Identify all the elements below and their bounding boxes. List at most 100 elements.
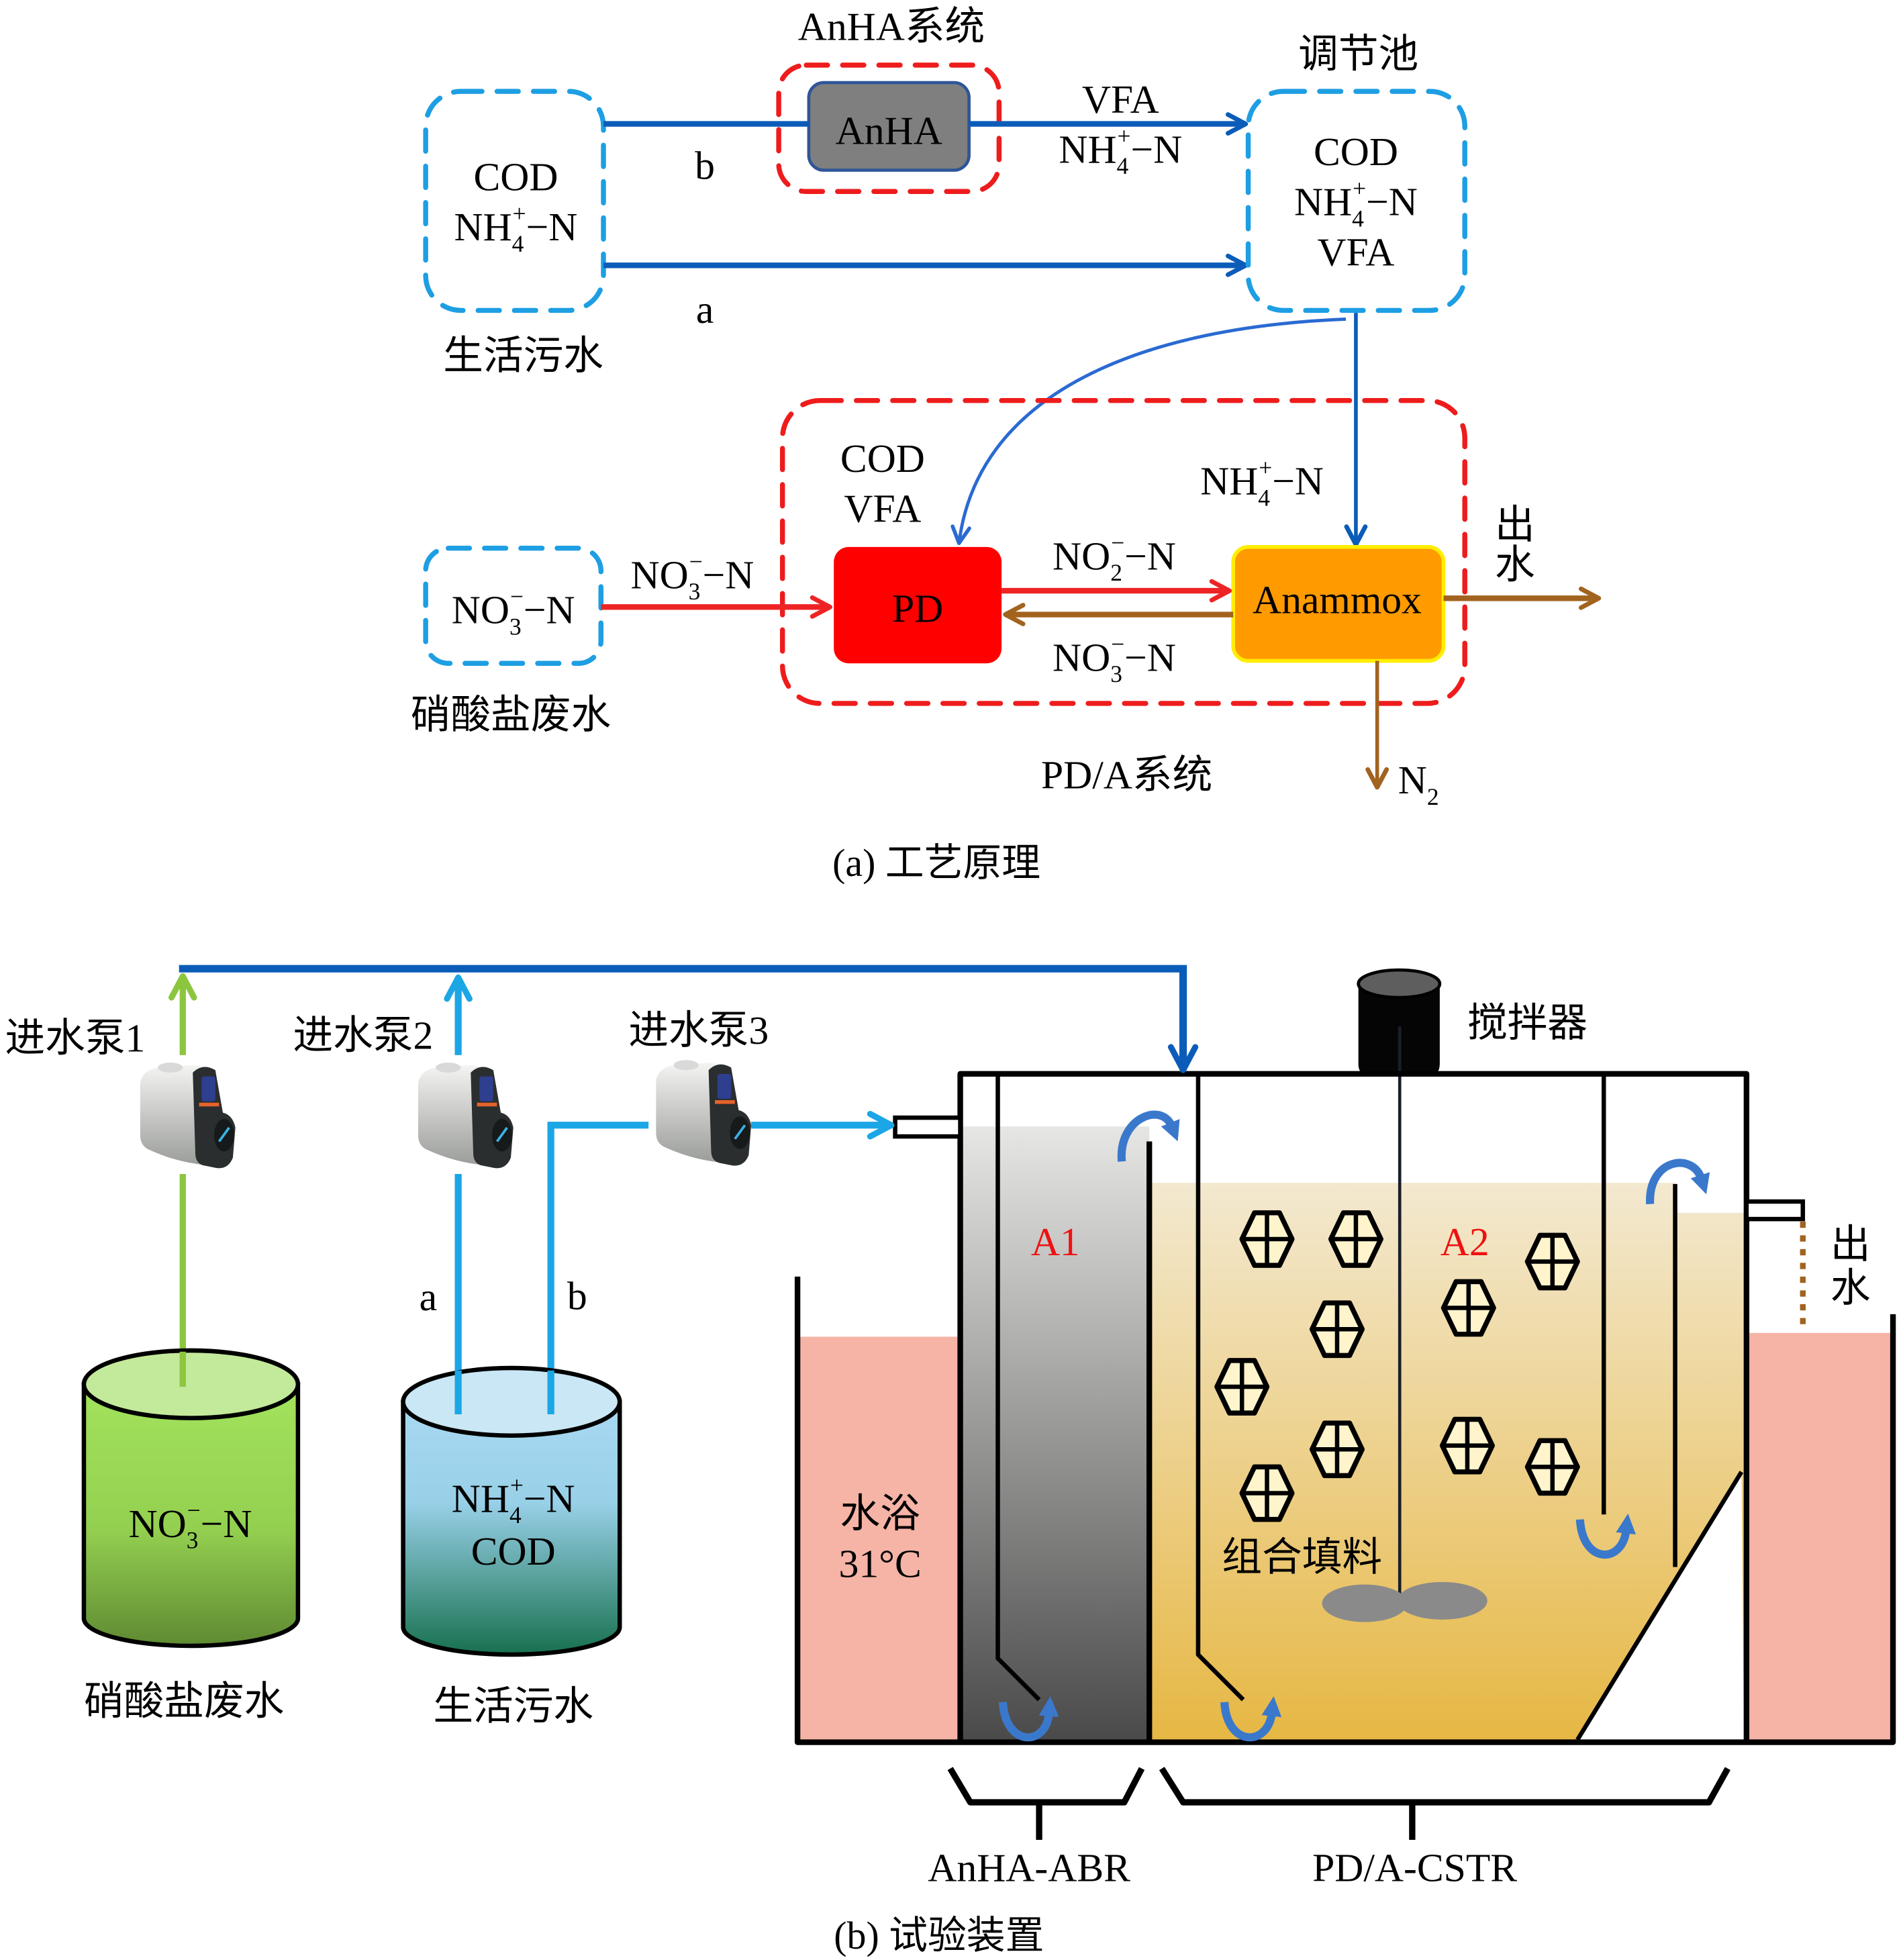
formula-suffix: −N [1124,635,1176,679]
formula-superscript: + [1259,454,1272,481]
domestic-sewage-label: 生活污水 [443,334,603,378]
pd-reactor-box [834,546,1002,664]
peristaltic-pump-2-icon [417,1061,515,1170]
packing-media-icon [1443,1419,1493,1471]
pump-1-label: 进水泵1 [5,1016,145,1060]
feed-line-to-abr [179,965,1199,1073]
nitrate-tank-top [81,1348,301,1420]
nitrate-tank-body [81,1382,301,1649]
stirrer-impeller-right [1397,1581,1487,1620]
anammox-input-ammonium-label: NH4+−N [1200,454,1324,511]
sewage-cod-label: COD [473,154,558,199]
formula-base: NH [1294,180,1352,224]
formula-base: NO [1053,534,1110,578]
water-bath-label: 水浴 [840,1491,920,1536]
abr-sludge-fill [963,1126,1150,1740]
formula-subscript: 2 [1110,559,1122,586]
anha-unit-label: AnHA [836,108,942,152]
packing-media-icon [1242,1213,1292,1265]
formula-superscript: − [689,548,703,575]
formula-subscript: 4 [512,230,524,257]
stirrer-motor-top [1357,968,1442,999]
formula-subscript: 2 [1427,783,1439,810]
formula-base: NH [454,205,512,249]
stirrer-impeller-left [1322,1584,1408,1622]
sewage-tank-body [401,1400,622,1657]
sewage-tank-top [401,1365,622,1438]
compartment-a1-label: A1 [1031,1220,1080,1264]
nitrate-tank-content-label: NO3−−N [129,1497,252,1554]
water-bath-vessel [794,1276,1896,1745]
panel-a-process-principle: AnHA系统 AnHA COD NH4+−N 生活污水 b VFA NH4+−N… [411,5,1602,885]
formula-subscript: 4 [1258,484,1270,511]
packing-label: 组合填料 [1222,1535,1382,1579]
nitrate-tank-label: 硝酸盐废水 [84,1679,284,1724]
feed-nitrate-label: NO3 −−N [630,548,754,605]
upflow-arrow-icon [1575,1513,1636,1559]
water-bath-right [1746,1332,1892,1740]
water-bath-temperature: 31°C [839,1541,922,1585]
nitrate-box-label: NO3−−N [452,583,575,640]
effluent-label-char-2: 水 [1495,542,1535,587]
return-nitrate-label: NO3−−N [1053,630,1176,687]
settler-slope-wall [1575,1471,1744,1741]
packing-media-icon [1527,1440,1577,1493]
formula-superscript: − [1111,529,1124,556]
anha-output-ammonium-label: NH4+−N [1059,122,1182,179]
effluent-label-char-1: 出 [1495,503,1535,547]
formula-subscript: 4 [1117,152,1129,179]
anha-output-vfa-label: VFA [1082,77,1159,121]
formula-suffix: −N [524,588,575,632]
panel-a-caption: (a) 工艺原理 [832,841,1040,885]
compartment-a2-label: A2 [1441,1220,1490,1264]
pda-system-boundary [779,397,1467,706]
reactor-inlet-pipe [893,1115,963,1139]
sewage-ammonium-label: NH4 +−N [454,200,578,257]
upflow-arrow-icon [998,1696,1059,1742]
formula-superscript: + [510,1472,524,1499]
anammox-label: Anammox [1253,578,1422,622]
formula-superscript: + [1353,175,1366,202]
formula-base: NO [452,588,509,632]
peristaltic-pump-1-icon [139,1061,237,1170]
sewage-tank-label: 生活污水 [433,1684,593,1728]
formula-suffix: −N [1366,180,1418,224]
panel-b-caption: (b) 试验装置 [834,1914,1044,1957]
route-b-label: b [695,144,715,188]
equalization-ammonium-label: NH4+−N [1294,175,1418,232]
formula-subscript: 3 [187,1527,199,1554]
packing-media-icon [1217,1361,1267,1413]
formula-suffix: −N [1124,534,1176,578]
formula-base: NO [630,552,688,597]
formula-base: NH [1059,127,1116,171]
pump-2-label: 进水泵2 [293,1014,433,1058]
pd-label: PD [892,587,943,631]
overflow-arrow-icon [1117,1110,1180,1162]
nitrogen-gas-label: N2 [1398,758,1439,810]
formula-subscript: 3 [689,578,701,605]
abr-reactor-label: AnHA-ABR [928,1846,1130,1890]
formula-suffix: −N [703,552,754,597]
route-a-label: a [696,287,714,332]
peristaltic-pump-3-icon [654,1059,752,1167]
packing-media-icon [1443,1281,1494,1334]
upflow-arrow-icon [1220,1696,1282,1742]
effluent-label-char-2: 水 [1831,1266,1871,1310]
formula-suffix: −N [1272,459,1324,503]
formula-suffix: −N [201,1502,252,1546]
reactor-outer-wall [957,1071,1750,1740]
water-bath-left [799,1336,961,1740]
overflow-arrow-icon [1646,1159,1710,1205]
formula-superscript: + [513,200,526,227]
cstr-reactor-label: PD/A-CSTR [1312,1846,1517,1890]
formula-suffix: −N [1130,127,1182,171]
effluent-label-char-1: 出 [1831,1222,1871,1267]
abr-bracket [947,1767,1145,1840]
formula-subscript: 3 [509,613,522,640]
formula-suffix: −N [526,205,578,249]
pd-input-vfa-label: VFA [844,487,921,531]
equalization-vfa-label: VFA [1317,230,1394,274]
formula-base: NO [1053,635,1110,679]
packing-media-icon [1242,1467,1292,1519]
